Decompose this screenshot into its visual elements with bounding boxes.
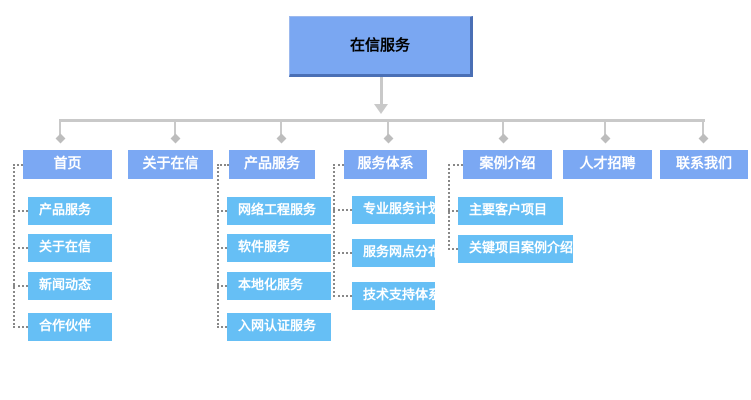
dotted-connector-stub — [217, 247, 227, 249]
dotted-connector-stub — [217, 326, 227, 328]
child-node[interactable]: 专业服务计划 — [352, 196, 435, 224]
branch-drop-line — [604, 122, 606, 135]
dotted-connector-stub — [217, 164, 229, 166]
dotted-connector-stub — [217, 210, 227, 212]
dotted-connector-stub — [333, 164, 344, 166]
dotted-connector-stub — [333, 209, 352, 211]
dotted-connector-vline — [217, 164, 219, 328]
child-node[interactable]: 网络工程服务 — [227, 197, 331, 225]
root-node[interactable]: 在信服务 — [289, 16, 473, 77]
dotted-connector-stub — [13, 164, 23, 166]
child-node[interactable]: 合作伙伴 — [28, 313, 112, 341]
diamond-connector-icon — [276, 133, 287, 144]
diamond-connector-icon — [383, 133, 394, 144]
dotted-connector-vline — [13, 164, 15, 328]
diamond-connector-icon — [55, 133, 66, 144]
dotted-connector-stub — [13, 247, 28, 249]
diamond-connector-icon — [698, 133, 709, 144]
child-node[interactable]: 产品服务 — [28, 197, 112, 225]
branch-node-about[interactable]: 关于在信 — [128, 150, 213, 179]
child-node[interactable]: 主要客户项目 — [458, 197, 563, 225]
child-node[interactable]: 新闻动态 — [28, 272, 112, 300]
branch-drop-line — [59, 122, 61, 135]
branch-drop-line — [387, 122, 389, 135]
dotted-connector-stub — [448, 248, 458, 250]
branch-node-contact[interactable]: 联系我们 — [660, 150, 748, 179]
child-node[interactable]: 关于在信 — [28, 234, 112, 262]
child-node[interactable]: 入网认证服务 — [227, 313, 331, 341]
branch-drop-line — [702, 122, 704, 135]
branch-drop-line — [502, 122, 504, 135]
dotted-connector-stub — [333, 252, 352, 254]
dotted-connector-stub — [333, 295, 352, 297]
child-node[interactable]: 关键项目案例介绍 — [458, 235, 573, 263]
branch-drop-line — [280, 122, 282, 135]
diamond-connector-icon — [170, 133, 181, 144]
branch-node-careers[interactable]: 人才招聘 — [563, 150, 652, 179]
child-node[interactable]: 技术支持体系 — [352, 282, 435, 310]
dotted-connector-stub — [13, 326, 28, 328]
child-node[interactable]: 服务网点分布 — [352, 239, 435, 267]
dotted-connector-stub — [217, 285, 227, 287]
dotted-connector-stub — [13, 210, 28, 212]
branch-node-products[interactable]: 产品服务 — [229, 150, 315, 179]
branch-drop-line — [174, 122, 176, 135]
branch-node-home[interactable]: 首页 — [23, 150, 112, 179]
child-node[interactable]: 本地化服务 — [227, 272, 331, 300]
dotted-connector-stub — [448, 210, 458, 212]
diamond-connector-icon — [600, 133, 611, 144]
branch-node-services[interactable]: 服务体系 — [344, 150, 427, 179]
child-node[interactable]: 软件服务 — [227, 234, 331, 262]
dotted-connector-vline — [333, 164, 335, 297]
dotted-connector-stub — [448, 164, 463, 166]
dotted-connector-stub — [13, 285, 28, 287]
branch-node-cases[interactable]: 案例介绍 — [463, 150, 552, 179]
arrow-down-icon — [374, 104, 388, 114]
root-drop-line — [380, 77, 383, 104]
dotted-connector-vline — [448, 164, 450, 250]
connector-rail — [59, 119, 705, 122]
diamond-connector-icon — [498, 133, 509, 144]
